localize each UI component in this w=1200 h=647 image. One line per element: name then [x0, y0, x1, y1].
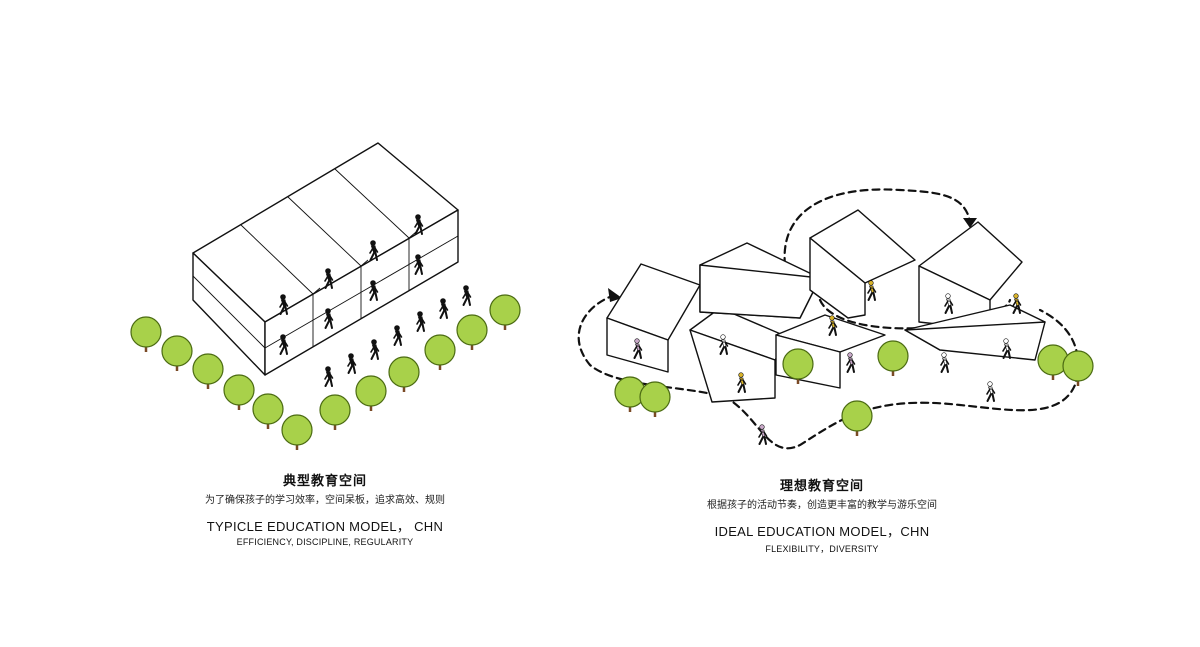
ideal-subtitle-zh: 根据孩子的活动节奏，创造更丰富的教学与游乐空间 — [707, 500, 937, 511]
tree-icon — [354, 374, 388, 413]
tree-icon — [222, 373, 256, 412]
typical-title-en: TYPICLE EDUCATION MODEL， CHN — [206, 519, 444, 534]
typical-building-gridlines — [192, 168, 459, 349]
tree-icon — [387, 355, 421, 394]
ideal-title-zh: 理想教育空间 — [779, 479, 864, 494]
typical-model-caption: 典型教育空间 为了确保孩子的学习效率，空间呆板，追求高效、规则 TYPICLE … — [115, 470, 535, 547]
tree-icon — [638, 380, 672, 419]
person-icon — [940, 351, 950, 373]
tree-icon — [280, 413, 314, 452]
person-icon — [370, 338, 380, 360]
tree-icon — [488, 293, 522, 332]
person-icon — [416, 310, 426, 332]
tree-icon — [876, 339, 910, 378]
tree-icon — [129, 315, 163, 354]
tree-icon — [1061, 349, 1095, 388]
tree-icon — [251, 392, 285, 431]
ideal-model-caption: 理想教育空间 根据孩子的活动节奏，创造更丰富的教学与游乐空间 IDEAL EDU… — [612, 475, 1032, 555]
tree-icon — [455, 313, 489, 352]
person-icon — [758, 423, 768, 445]
ideal-subtitle-en: FLEXIBILITY，DIVERSITY — [765, 544, 879, 554]
person-icon — [846, 351, 856, 373]
tree-icon — [160, 334, 194, 373]
tree-icon — [423, 333, 457, 372]
person-icon — [439, 297, 449, 319]
typical-subtitle-zh: 为了确保孩子的学习效率，空间呆板，追求高效、规则 — [205, 495, 445, 506]
person-icon — [867, 279, 877, 301]
tree-icon — [191, 352, 225, 391]
ideal-pavilion-blocks — [606, 209, 1046, 403]
typical-subtitle-en: EFFICIENCY, DISCIPLINE, REGULARITY — [236, 537, 414, 547]
arrowhead-icon — [963, 218, 977, 228]
person-icon — [393, 324, 403, 346]
ideal-title-en: IDEAL EDUCATION MODEL，CHN — [714, 524, 930, 539]
person-icon — [986, 380, 996, 402]
tree-icon — [318, 393, 352, 432]
tree-icon — [840, 399, 874, 438]
person-icon — [347, 352, 357, 374]
person-icon — [324, 365, 334, 387]
person-icon — [462, 284, 472, 306]
typical-title-zh: 典型教育空间 — [282, 474, 367, 489]
